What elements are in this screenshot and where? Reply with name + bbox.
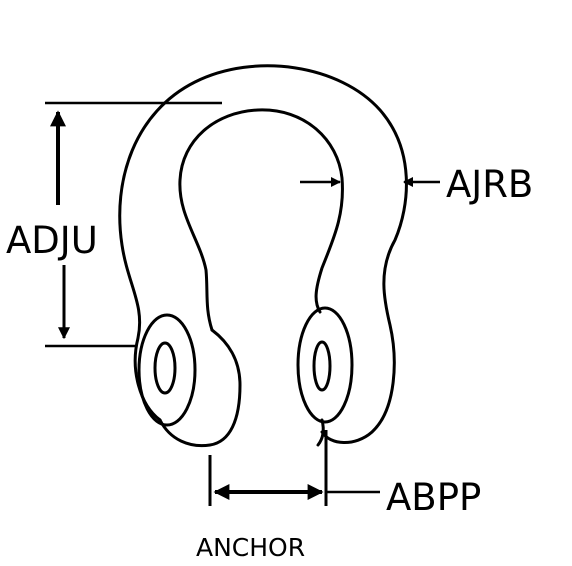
shackle-inner-outline	[178, 108, 344, 332]
right-eye-body	[316, 418, 325, 447]
height-dim-label: ADJU	[6, 219, 98, 262]
caption: ANCHOR	[196, 533, 305, 562]
body-dim-label: AJRB	[446, 163, 533, 206]
right-eye-ring	[296, 306, 354, 424]
shackle-icon	[118, 64, 408, 448]
height-dimension	[45, 101, 222, 348]
left-eye-ring	[137, 313, 197, 427]
left-eye-hole	[153, 341, 177, 395]
right-eye-hole	[312, 340, 332, 392]
left-eye-body	[158, 328, 242, 448]
width-dimension	[208, 430, 380, 506]
width-dim-label: ABPP	[386, 476, 481, 519]
shackle-outer-outline	[118, 64, 408, 444]
